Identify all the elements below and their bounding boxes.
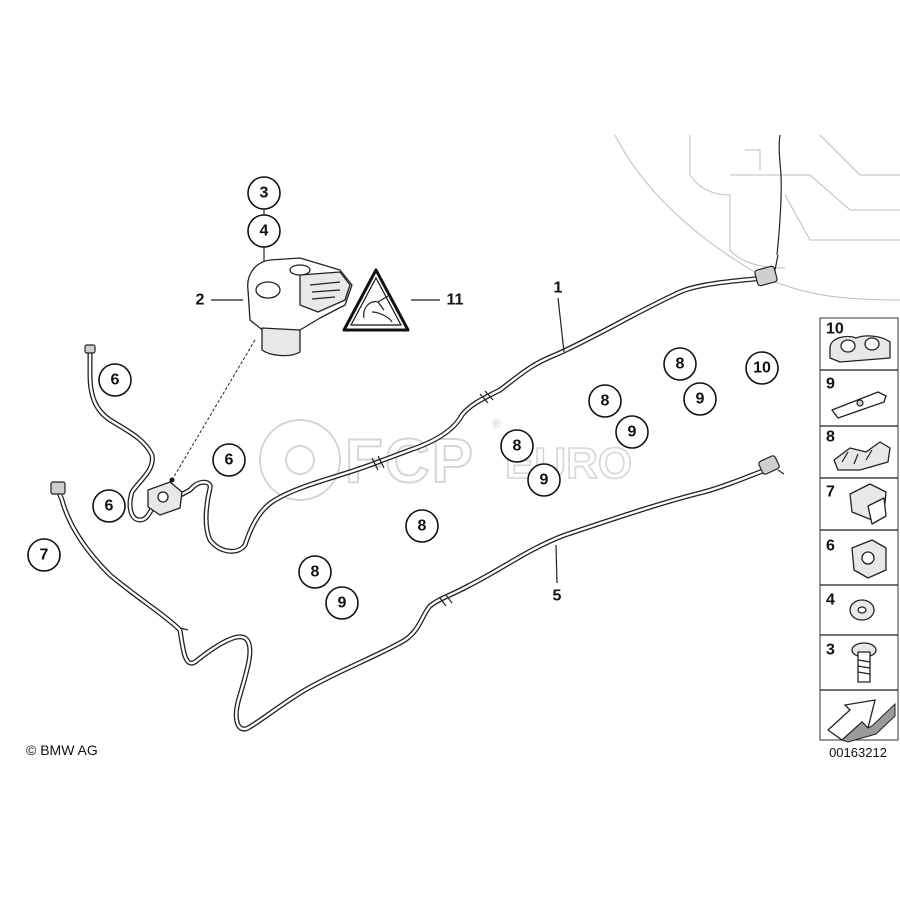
watermark-registered-mark: ® bbox=[492, 417, 501, 431]
watermark: FCP EURO ® bbox=[259, 417, 633, 501]
watermark-brand: FCP bbox=[345, 427, 475, 496]
label-2: 2 bbox=[196, 292, 205, 309]
callout-9-c: 9 bbox=[527, 463, 561, 497]
callout-7-label: 7 bbox=[40, 547, 49, 564]
callout-8-e: 8 bbox=[298, 555, 332, 589]
pipe-1 bbox=[172, 254, 779, 554]
parts-legend-panel: 10 9 8 7 6 4 3 bbox=[819, 317, 899, 743]
callout-9-d: 9 bbox=[325, 586, 359, 620]
panel-item-3-label: 3 bbox=[826, 642, 835, 659]
callout-8-e-label: 8 bbox=[311, 564, 320, 581]
callout-9-d-label: 9 bbox=[338, 595, 347, 612]
callout-8-a: 8 bbox=[663, 347, 697, 381]
panel-arrow-icon bbox=[826, 699, 896, 743]
callout-10-label: 10 bbox=[753, 360, 771, 377]
assembly-leader bbox=[171, 339, 256, 481]
callout-8-b-label: 8 bbox=[601, 393, 610, 410]
panel-item-9-label: 9 bbox=[826, 376, 835, 393]
panel-item-7-label: 7 bbox=[826, 484, 835, 501]
label-11: 11 bbox=[447, 292, 464, 309]
panel-item-7-clip bbox=[849, 483, 887, 525]
callout-6-lower: 6 bbox=[92, 489, 126, 523]
callout-6-upper: 6 bbox=[98, 363, 132, 397]
panel-item-4-label: 4 bbox=[826, 592, 835, 609]
pipe-left-branch bbox=[84, 344, 158, 523]
callout-8-a-label: 8 bbox=[676, 356, 685, 373]
panel-item-10-label: 10 bbox=[826, 321, 844, 338]
callout-3-label: 3 bbox=[260, 185, 269, 202]
warning-label-triangle bbox=[342, 268, 410, 332]
callout-6-middle-label: 6 bbox=[225, 452, 234, 469]
callout-9-a-label: 9 bbox=[696, 391, 705, 408]
panel-item-3-screw bbox=[851, 642, 877, 683]
label-5: 5 bbox=[553, 588, 562, 605]
callout-6-lower-label: 6 bbox=[105, 498, 114, 515]
panel-item-4-washer bbox=[849, 599, 875, 621]
leader-5 bbox=[555, 544, 558, 584]
callout-9-c-label: 9 bbox=[540, 472, 549, 489]
callout-9-b-label: 9 bbox=[628, 424, 637, 441]
callout-9-a: 9 bbox=[683, 382, 717, 416]
panel-item-9-clip bbox=[831, 391, 887, 419]
callout-4-label: 4 bbox=[260, 223, 269, 240]
callout-3: 3 bbox=[247, 176, 281, 210]
callout-10: 10 bbox=[745, 351, 779, 385]
copyright-text: © BMW AG bbox=[26, 742, 98, 758]
vent-line bbox=[776, 134, 782, 256]
diagram-code: 00163212 bbox=[829, 745, 887, 760]
callout-8-c: 8 bbox=[500, 429, 534, 463]
panel-item-8-label: 8 bbox=[826, 429, 835, 446]
sensor-part-2 bbox=[247, 257, 353, 357]
callout-6-middle: 6 bbox=[212, 443, 246, 477]
callout-9-b: 9 bbox=[615, 415, 649, 449]
label-1: 1 bbox=[554, 280, 563, 297]
panel-item-8-clip bbox=[833, 441, 891, 471]
callout-7: 7 bbox=[27, 538, 61, 572]
callout-6-upper-label: 6 bbox=[111, 372, 120, 389]
callout-8-d-label: 8 bbox=[418, 518, 427, 535]
callout-8-d: 8 bbox=[405, 509, 439, 543]
pipe-5 bbox=[50, 455, 785, 732]
panel-item-6-label: 6 bbox=[826, 538, 835, 555]
panel-item-6-clip bbox=[851, 539, 887, 579]
pressure-valve bbox=[147, 477, 183, 516]
panel-item-10-clip bbox=[829, 335, 891, 363]
callout-8-b: 8 bbox=[588, 384, 622, 418]
callout-4: 4 bbox=[247, 214, 281, 248]
callout-8-c-label: 8 bbox=[513, 438, 522, 455]
leader-1 bbox=[557, 297, 565, 353]
